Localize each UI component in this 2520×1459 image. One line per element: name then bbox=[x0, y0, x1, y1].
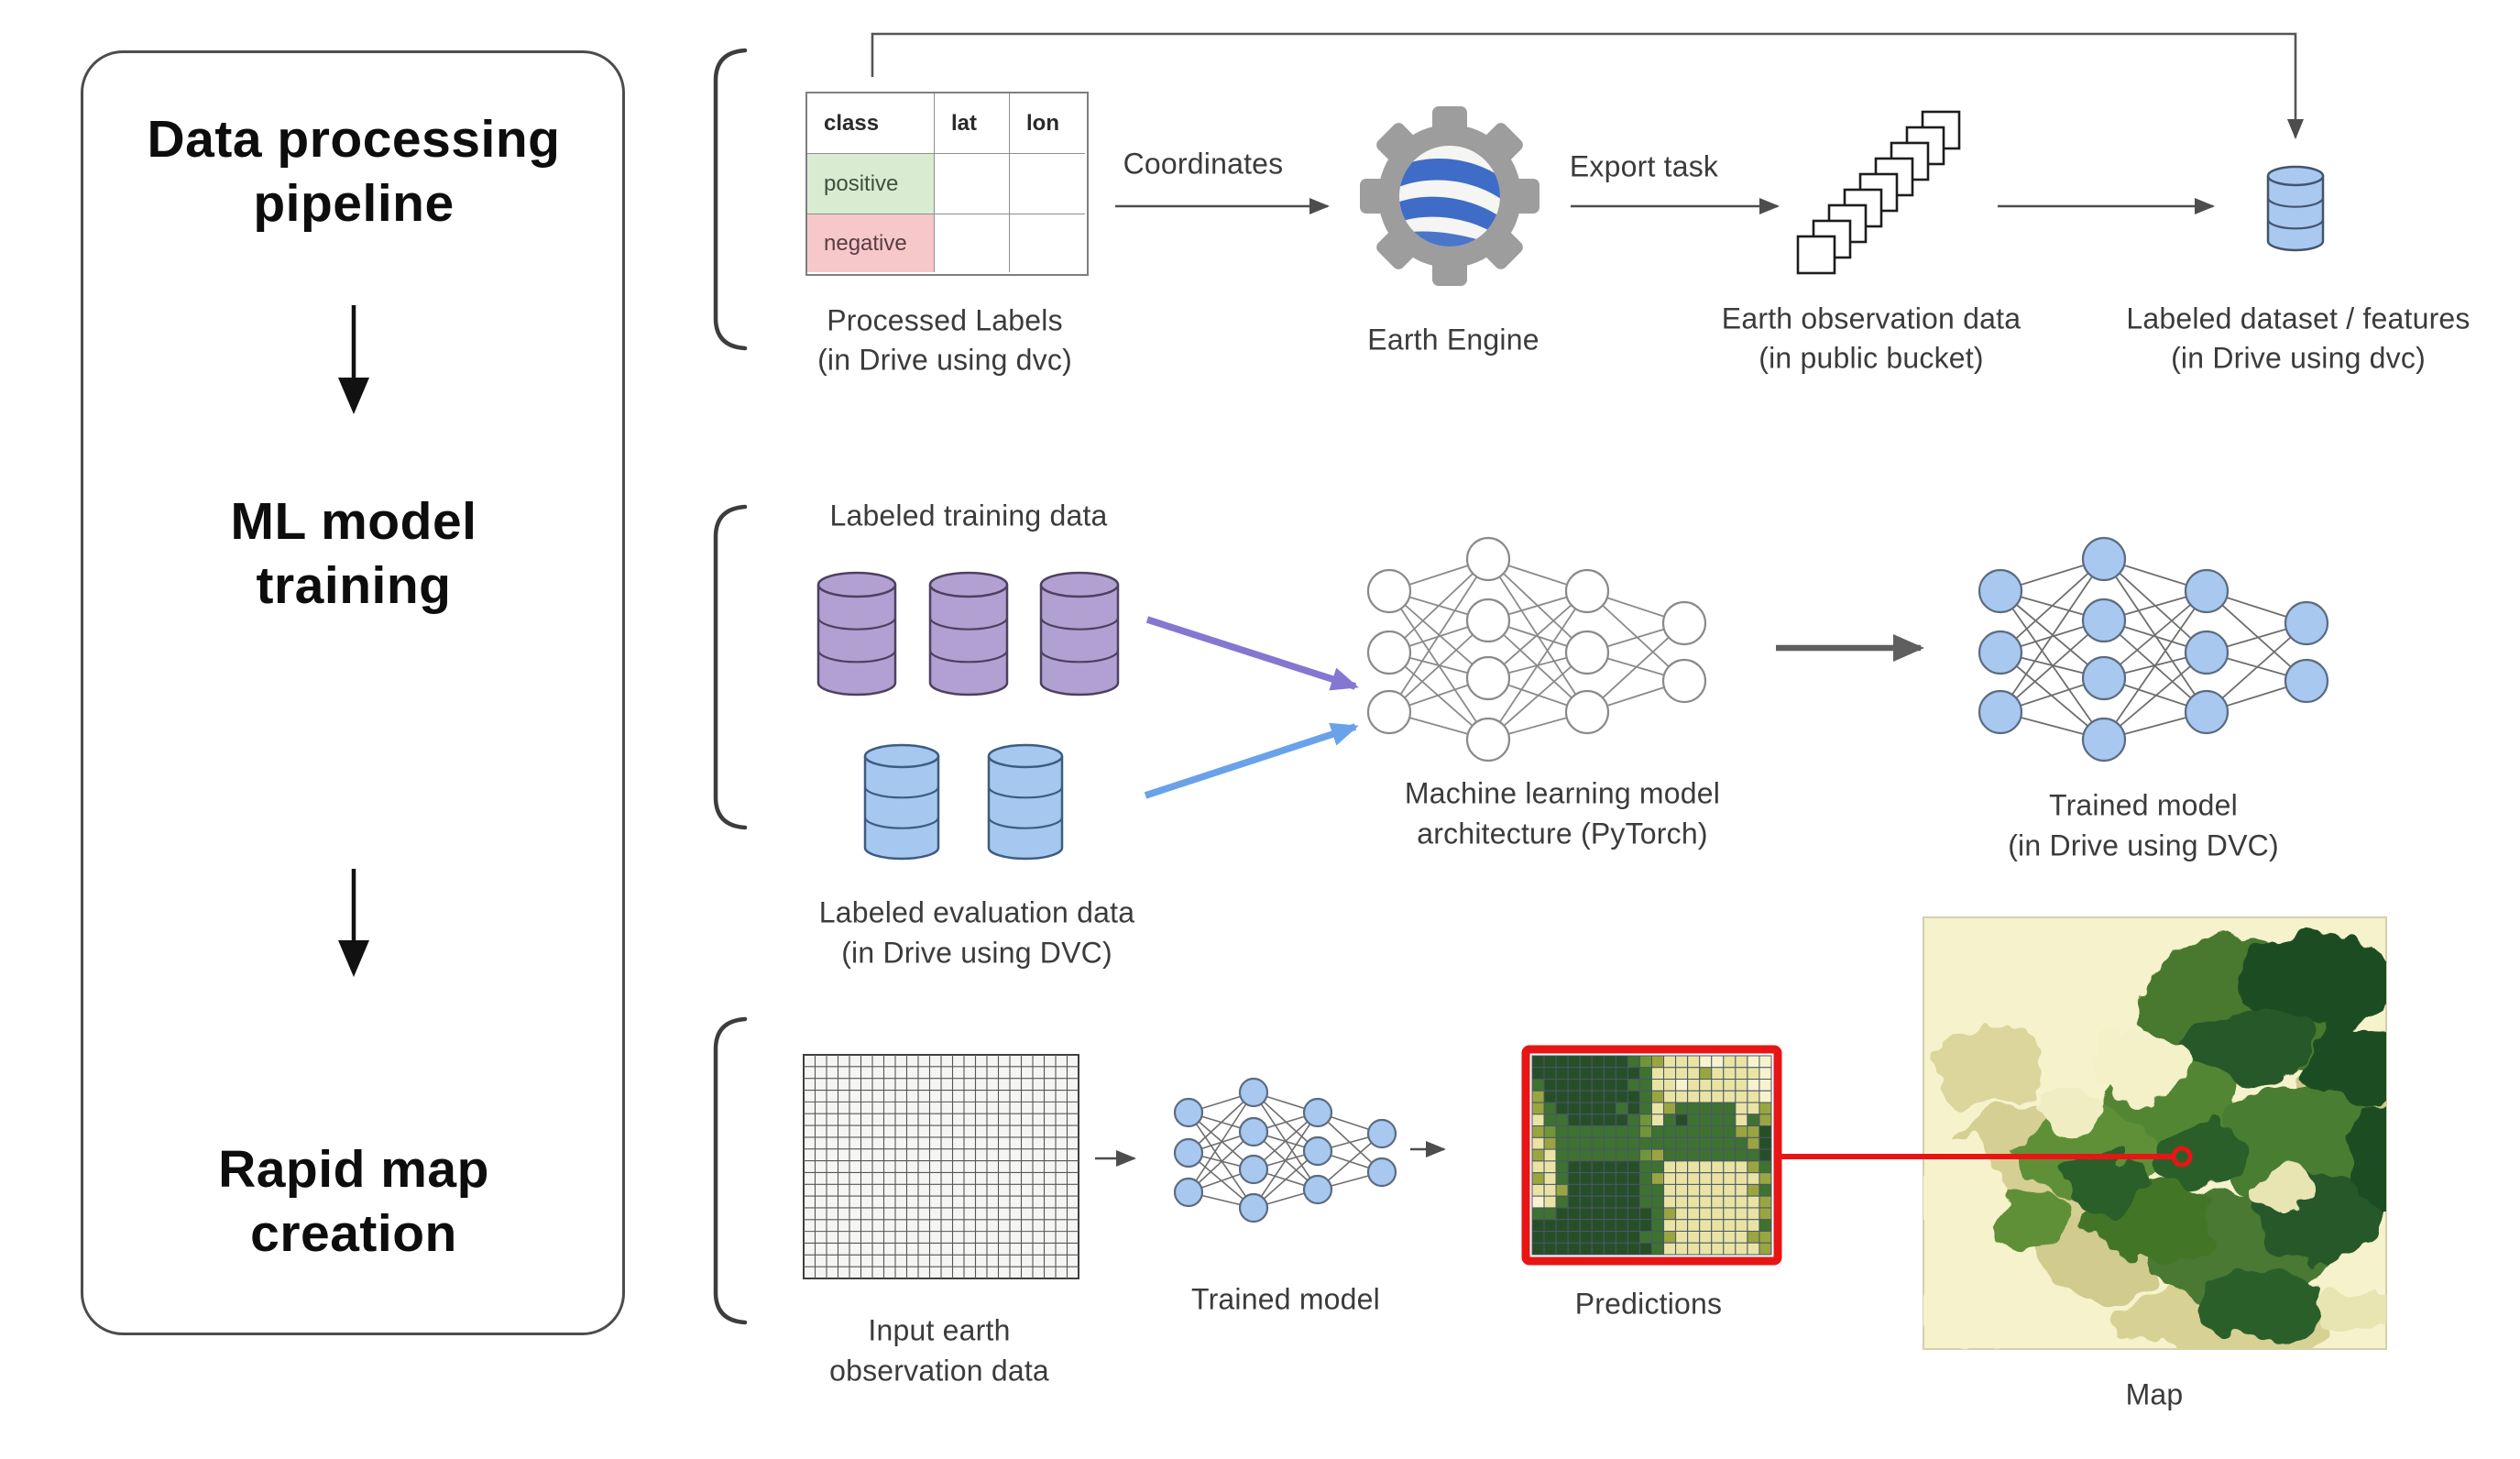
stage1-title-line2: pipeline bbox=[253, 174, 455, 233]
predictions-to-map-connector bbox=[1781, 1146, 2193, 1168]
trained-model-caption-line1: Trained model bbox=[2049, 788, 2238, 822]
evaluation-db-icon bbox=[987, 743, 1064, 861]
predictions-caption: Predictions bbox=[1574, 1287, 1723, 1321]
stage3-title-line2: creation bbox=[250, 1204, 457, 1263]
earth-observation-caption-line1: Earth observation data bbox=[1721, 302, 2021, 335]
stage1-to-stage2-arrow bbox=[338, 305, 369, 414]
input-data-caption-line1: Input earth bbox=[868, 1313, 1011, 1347]
raster-grid-icon bbox=[803, 1054, 1079, 1279]
trained-model-small-caption: Trained model bbox=[1191, 1282, 1380, 1316]
processed-labels-caption-line1: Processed Labels bbox=[827, 303, 1063, 337]
stage2-title-line1: ML model bbox=[230, 492, 477, 551]
evaluation-data-caption-line2: (in Drive using DVC) bbox=[841, 936, 1112, 970]
training-data-arrow bbox=[1145, 616, 1359, 691]
row2-bracket bbox=[713, 504, 748, 830]
image-stack-icon bbox=[1796, 110, 1961, 275]
labeled-dataset-caption-line2: (in Drive using dvc) bbox=[2171, 341, 2426, 375]
row1-bracket bbox=[713, 48, 748, 351]
table-cell-positive: positive bbox=[807, 154, 935, 214]
evaluation-data-arrow bbox=[1144, 722, 1359, 799]
stage3-title-line1: Rapid map bbox=[218, 1140, 489, 1199]
table-header-class: class bbox=[807, 93, 935, 154]
labeled-dataset-caption-line1: Labeled dataset / features bbox=[2126, 302, 2471, 335]
ml-architecture-caption-line2: architecture (PyTorch) bbox=[1417, 817, 1708, 850]
row3-bracket bbox=[713, 1016, 748, 1325]
training-data-caption: Labeled training data bbox=[829, 499, 1108, 532]
earth-engine-caption: Earth Engine bbox=[1367, 323, 1539, 357]
input-data-caption-line2: observation data bbox=[829, 1354, 1049, 1388]
labels-table: class lat lon positive negative bbox=[805, 92, 1089, 276]
predictions-grid bbox=[1521, 1045, 1782, 1266]
export-task-label: Export task bbox=[1569, 149, 1719, 183]
earth-engine-icon bbox=[1360, 106, 1539, 286]
table-cell-empty bbox=[935, 214, 1010, 272]
stage2-to-stage3-arrow bbox=[338, 869, 369, 977]
table-cell-empty bbox=[935, 154, 1010, 214]
predictions-border bbox=[1521, 1045, 1782, 1266]
training-db-icon bbox=[816, 571, 897, 697]
table-header-lat: lat bbox=[935, 93, 1010, 154]
coordinates-label: Coordinates bbox=[1123, 147, 1284, 181]
labeled-dataset-db-icon bbox=[2266, 165, 2325, 252]
trained-model-network-icon bbox=[1978, 536, 2329, 762]
stage1-title-line1: Data processing bbox=[147, 110, 561, 169]
map-image bbox=[1923, 916, 2387, 1350]
training-db-icon bbox=[1039, 571, 1120, 697]
processed-labels-caption-line2: (in Drive using dvc) bbox=[817, 343, 1072, 377]
training-db-icon bbox=[928, 571, 1009, 697]
ml-architecture-caption-line1: Machine learning model bbox=[1404, 776, 1721, 810]
table-cell-empty bbox=[1010, 154, 1085, 214]
table-cell-empty bbox=[1010, 214, 1085, 272]
stage2-title-line2: training bbox=[256, 556, 452, 615]
ml-architecture-network-icon bbox=[1366, 536, 1707, 762]
table-cell-negative: negative bbox=[807, 214, 935, 272]
evaluation-db-icon bbox=[863, 743, 940, 861]
evaluation-data-caption-line1: Labeled evaluation data bbox=[818, 895, 1135, 929]
earth-observation-caption-line2: (in public bucket) bbox=[1759, 341, 1984, 375]
map-caption: Map bbox=[2125, 1377, 2184, 1411]
trained-model-small-network-icon bbox=[1173, 1077, 1397, 1223]
trained-model-caption-line2: (in Drive using DVC) bbox=[2008, 828, 2279, 862]
database-cylinders bbox=[816, 165, 2325, 861]
feedback-connector-arrow bbox=[871, 32, 2304, 139]
table-header-lon: lon bbox=[1010, 93, 1085, 154]
stages-panel bbox=[81, 50, 625, 1335]
